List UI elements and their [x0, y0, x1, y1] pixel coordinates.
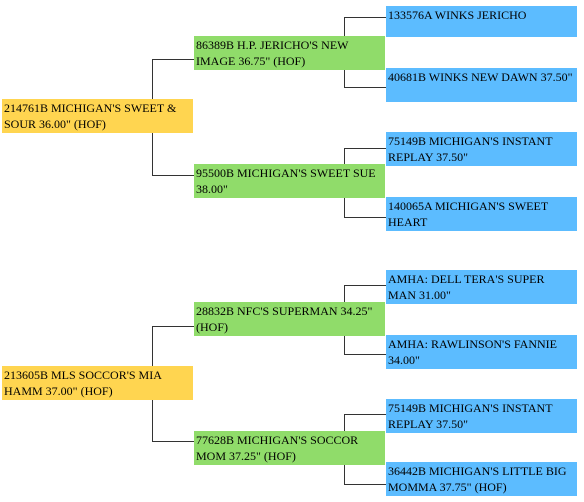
connector [344, 285, 387, 286]
pedigree-dam-dam[interactable]: 36442B MICHIGAN'S LITTLE BIG MOMMA 37.75… [386, 462, 577, 496]
connector [344, 87, 387, 88]
connector [344, 484, 387, 485]
pedigree-sire-sire[interactable]: AMHA: DELL TERA'S SUPER MAN 31.00" [386, 270, 577, 304]
pedigree-root[interactable]: 214761B MICHIGAN'S SWEET & SOUR 36.00" (… [2, 99, 193, 133]
connector [344, 354, 387, 355]
pedigree-dam[interactable]: 77628B MICHIGAN'S SOCCOR MOM 37.25" (HOF… [194, 431, 385, 465]
connector [344, 414, 387, 415]
pedigree-root[interactable]: 213605B MLS SOCCOR'S MIA HAMM 37.00" (HO… [2, 366, 193, 400]
pedigree-sire[interactable]: 86389B H.P. JERICHO'S NEW IMAGE 36.75" (… [194, 36, 385, 70]
pedigree-dam-sire[interactable]: 75149B MICHIGAN'S INSTANT REPLAY 37.50" [386, 132, 577, 166]
connector [152, 441, 194, 442]
pedigree-sire[interactable]: 28832B NFC'S SUPERMAN 34.25" (HOF) [194, 302, 385, 336]
connector [152, 175, 194, 176]
pedigree-dam-sire[interactable]: 75149B MICHIGAN'S INSTANT REPLAY 37.50" [386, 399, 577, 433]
connector [344, 17, 387, 18]
pedigree-dam[interactable]: 95500B MICHIGAN'S SWEET SUE 38.00" [194, 164, 385, 198]
connector [344, 217, 387, 218]
pedigree-sire-dam[interactable]: 40681B WINKS NEW DAWN 37.50" [386, 68, 577, 102]
pedigree-sire-dam[interactable]: AMHA: RAWLINSON'S FANNIE 34.00" [386, 335, 577, 369]
connector [152, 59, 194, 60]
pedigree-sire-sire[interactable]: 133576A WINKS JERICHO [386, 6, 577, 37]
connector [344, 148, 387, 149]
connector [152, 326, 194, 327]
pedigree-dam-dam[interactable]: 140065A MICHIGAN'S SWEET HEART [386, 197, 577, 231]
